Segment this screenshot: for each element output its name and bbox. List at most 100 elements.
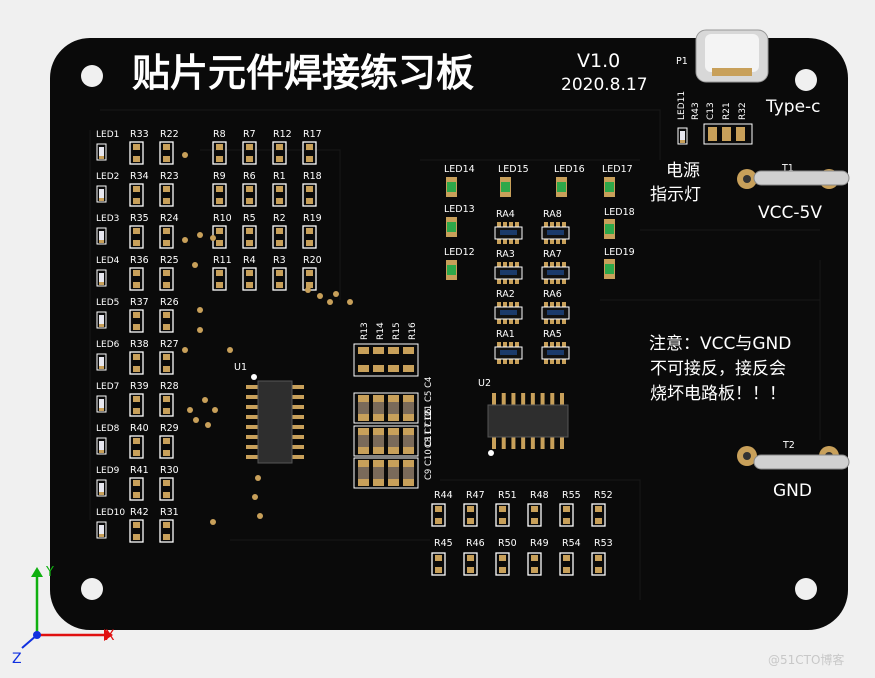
- ra2-part: [494, 302, 523, 324]
- label-r2: R2: [273, 213, 286, 224]
- label-r8: R8: [213, 129, 226, 140]
- label-led17: LED17: [602, 164, 633, 175]
- label-r31: R31: [160, 507, 179, 518]
- capacitor-row-2: [353, 425, 419, 457]
- ref-r32: R32: [738, 102, 748, 120]
- label-ra1: RA1: [496, 329, 515, 340]
- u1-pin1-mark: [251, 374, 257, 380]
- via: [197, 327, 203, 333]
- label-r42: R42: [130, 507, 149, 518]
- r9-part: [212, 183, 227, 207]
- via: [182, 237, 188, 243]
- label-led16: LED16: [554, 164, 585, 175]
- label-r29: R29: [160, 423, 179, 434]
- via: [193, 417, 199, 423]
- power-label-2: 指示灯: [650, 185, 701, 205]
- label-r18: R18: [303, 171, 322, 182]
- r13-r16-resistors: [353, 343, 419, 377]
- label-r49: R49: [530, 538, 549, 549]
- via: [202, 397, 208, 403]
- label-r23: R23: [160, 171, 179, 182]
- label-r16: R16: [408, 322, 418, 340]
- label-r13: R13: [360, 322, 370, 340]
- r30-part: [159, 477, 174, 501]
- label-r33: R33: [130, 129, 149, 140]
- r53-part: [591, 552, 606, 576]
- ref-r43: R43: [691, 102, 701, 120]
- label-led19: LED19: [604, 247, 635, 258]
- usb-label: Type-c: [765, 97, 821, 117]
- label-r48: R48: [530, 490, 549, 501]
- label-r17: R17: [303, 129, 322, 140]
- label-r20: R20: [303, 255, 322, 266]
- r34-part: [129, 183, 144, 207]
- r25-part: [159, 267, 174, 291]
- warning-line-1: 注意：VCC与GND: [649, 334, 791, 354]
- label-r10: R10: [213, 213, 232, 224]
- r42-part: [129, 519, 144, 543]
- r24-part: [159, 225, 174, 249]
- label-r53: R53: [594, 538, 613, 549]
- r47-part: [463, 503, 478, 527]
- label-led15: LED15: [498, 164, 529, 175]
- label-r24: R24: [160, 213, 179, 224]
- label-led14: LED14: [444, 164, 475, 175]
- mount-hole-bl: [81, 578, 103, 600]
- label-r38: R38: [130, 339, 149, 350]
- r3-part: [272, 267, 287, 291]
- ref-r21: R21: [722, 102, 732, 120]
- vias: [182, 152, 353, 525]
- led15-part: [500, 177, 511, 197]
- led8-part: [96, 437, 107, 455]
- label-led8: LED8: [96, 424, 120, 434]
- via: [327, 299, 333, 305]
- r8-part: [212, 141, 227, 165]
- label-r3: R3: [273, 255, 286, 266]
- led16-part: [556, 177, 567, 197]
- label-r50: R50: [498, 538, 517, 549]
- label-led12: LED12: [444, 247, 475, 258]
- label-r51: R51: [498, 490, 517, 501]
- u2-chip: [487, 393, 569, 449]
- label-r6: R6: [243, 171, 256, 182]
- cap-labels-1: C1 C5 C4: [424, 377, 434, 416]
- usb-ref: P1: [676, 56, 688, 67]
- label-ra7: RA7: [543, 249, 562, 260]
- r7-part: [242, 141, 257, 165]
- via: [317, 293, 323, 299]
- label-r41: R41: [130, 465, 149, 476]
- label-r55: R55: [562, 490, 581, 501]
- led6-part: [96, 353, 107, 371]
- led5-part: [96, 311, 107, 329]
- r28-part: [159, 393, 174, 417]
- r36-part: [129, 267, 144, 291]
- label-led9: LED9: [96, 466, 120, 476]
- axis-triad: X Y Z: [12, 565, 115, 667]
- label-r26: R26: [160, 297, 179, 308]
- via: [227, 347, 233, 353]
- label-led13: LED13: [444, 204, 475, 215]
- label-r28: R28: [160, 381, 179, 392]
- label-r27: R27: [160, 339, 179, 350]
- label-led6: LED6: [96, 340, 120, 350]
- led1-part: [96, 143, 107, 161]
- label-r14: R14: [376, 322, 386, 340]
- r55-part: [559, 503, 574, 527]
- label-ra8: RA8: [543, 209, 562, 220]
- r39-part: [129, 393, 144, 417]
- label-led7: LED7: [96, 382, 119, 392]
- axis-y-label: Y: [45, 565, 54, 580]
- label-r11: R11: [213, 255, 232, 266]
- u1-chip: [246, 380, 304, 464]
- label-r25: R25: [160, 255, 179, 266]
- mounting-holes: [81, 65, 817, 600]
- r17-part: [302, 141, 317, 165]
- label-r1: R1: [273, 171, 286, 182]
- board-version: V1.0: [577, 50, 620, 72]
- r2-part: [272, 225, 287, 249]
- led9-part: [96, 479, 107, 497]
- board-traces: [89, 109, 821, 600]
